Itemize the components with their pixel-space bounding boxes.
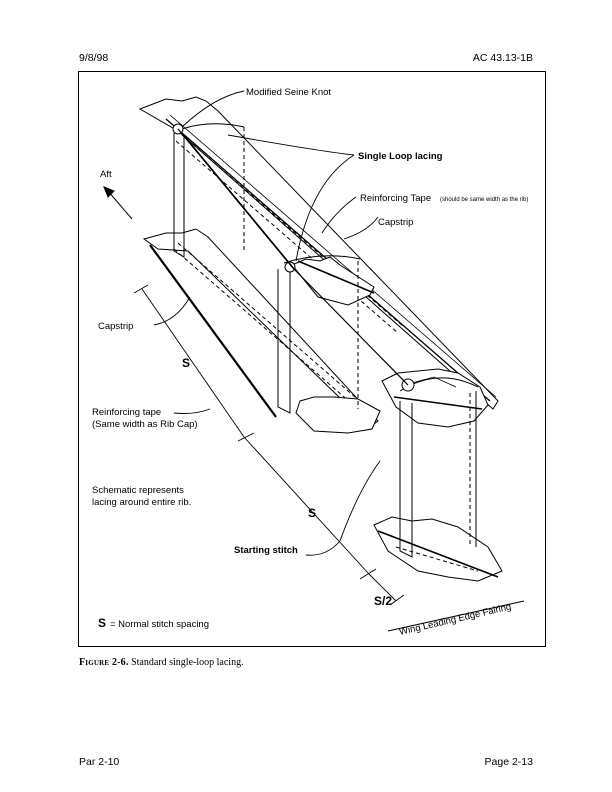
- fairing-line: [387, 600, 525, 632]
- label-capstrip-right: Capstrip: [378, 217, 413, 228]
- label-s-half: S/2: [374, 594, 392, 608]
- header-doc-id: AC 43.13-1B: [472, 52, 533, 64]
- label-reinforcing-tape-left-1: Reinforcing tape: [92, 407, 161, 418]
- label-s-lower: S: [308, 506, 316, 520]
- figure-frame: [78, 71, 546, 647]
- label-capstrip-left: Capstrip: [98, 321, 133, 332]
- label-reinforcing-tape-note: (should be same width as the rib): [440, 197, 528, 203]
- rib-structure: [138, 96, 503, 582]
- label-aft: Aft: [100, 169, 112, 180]
- aft-arrow: [103, 186, 133, 220]
- footer-paragraph: Par 2-10: [79, 756, 120, 768]
- caption-text: Standard single-loop lacing.: [131, 657, 244, 668]
- header-date: 9/8/98: [79, 52, 109, 64]
- lacing-diagram: Modified Seine Knot Single Loop lacing A…: [92, 87, 528, 638]
- dimension-lines: [133, 284, 405, 606]
- label-schematic-2: lacing around entire rib.: [92, 497, 191, 508]
- legend-symbol: S: [98, 616, 106, 630]
- label-modified-seine-knot: Modified Seine Knot: [246, 87, 331, 98]
- label-reinforcing-tape-left-2: (Same width as Rib Cap): [92, 419, 198, 430]
- footer-page: Page 2-13: [484, 756, 533, 768]
- label-wing-leading-edge: Wing Leading Edge Fairing: [398, 601, 512, 637]
- caption-label: Figure 2-6.: [79, 657, 129, 668]
- lacing-loops: [172, 123, 479, 558]
- figure-caption: Figure 2-6. Standard single-loop lacing.: [79, 657, 244, 668]
- label-schematic-1: Schematic represents: [92, 485, 184, 496]
- label-single-loop-lacing: Single Loop lacing: [358, 151, 443, 162]
- leader-lines: [153, 90, 381, 556]
- label-starting-stitch: Starting stitch: [234, 545, 298, 556]
- label-s-upper: S: [182, 356, 190, 370]
- legend-text: = Normal stitch spacing: [110, 619, 209, 630]
- label-reinforcing-tape-top: Reinforcing Tape: [360, 193, 431, 204]
